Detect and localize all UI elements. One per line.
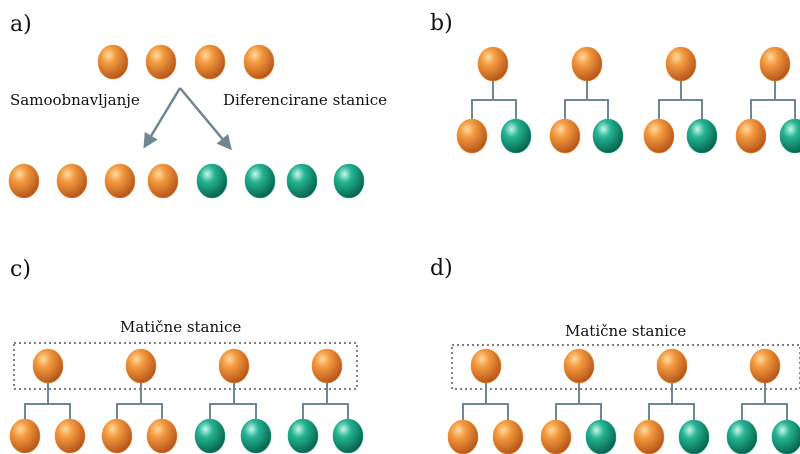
panel-a-child-differentiated-cell <box>196 163 228 199</box>
panel-d-connector-bracket <box>462 403 509 420</box>
panel-d-child-stem-cell <box>492 419 524 454</box>
panel-d-label: d) <box>430 256 453 281</box>
panel-a-child-stem-cell <box>56 163 88 199</box>
panel-d-parent-stem-cell <box>563 348 595 384</box>
panel-c-child-stem-cell <box>9 418 41 454</box>
panel-a-child-stem-cell <box>8 163 40 199</box>
panel-b-parent-stem-cell <box>571 46 603 82</box>
panel-c-connector-bracket <box>24 403 71 419</box>
panel-c-label: c) <box>10 257 31 282</box>
panel-b-connector-bracket <box>471 99 517 119</box>
panel-a-child-differentiated-cell <box>333 163 365 199</box>
panel-d-child-differentiated-cell <box>771 419 800 454</box>
panel-c-connector-bracket <box>209 403 257 419</box>
panel-d-child-stem-cell <box>633 419 665 454</box>
panel-b-child-stem-cell <box>735 118 767 154</box>
panel-d-connector-bracket <box>555 403 602 420</box>
panel-b-child-differentiated-cell <box>686 118 718 154</box>
panel-c-child-stem-cell <box>54 418 86 454</box>
panel-b-connector-bracket <box>750 99 796 119</box>
panel-a-child-differentiated-cell <box>286 163 318 199</box>
panel-a-parent-stem-cell <box>97 44 129 80</box>
panel-b-child-stem-cell <box>643 118 675 154</box>
panel-a-parent-stem-cell <box>194 44 226 80</box>
panel-c-child-differentiated-cell <box>194 418 226 454</box>
panel-b-parent-stem-cell <box>665 46 697 82</box>
panel-c-connector-bracket <box>302 403 349 419</box>
panel-a-child-stem-cell <box>104 163 136 199</box>
panel-d-stem-cells-box <box>451 344 800 390</box>
panel-c-stem-cells-box <box>13 342 358 390</box>
panel-d-child-differentiated-cell <box>678 419 710 454</box>
panel-b-child-differentiated-cell <box>779 118 800 154</box>
panel-c-connector-bracket <box>116 403 163 419</box>
panel-b-connector-bracket <box>564 99 609 119</box>
panel-b-child-differentiated-cell <box>500 118 532 154</box>
panel-c-child-differentiated-cell <box>332 418 364 454</box>
panel-b-child-stem-cell <box>456 118 488 154</box>
panel-b-connector-bracket <box>658 99 703 119</box>
panel-c-child-differentiated-cell <box>287 418 319 454</box>
differentiated-cells-caption: Diferencirane stanice <box>223 91 387 109</box>
panel-a-child-stem-cell <box>147 163 179 199</box>
panel-a-parent-stem-cell <box>145 44 177 80</box>
panel-b-child-differentiated-cell <box>592 118 624 154</box>
panel-c-child-differentiated-cell <box>240 418 272 454</box>
panel-a-child-differentiated-cell <box>244 163 276 199</box>
panel-d-connector-bracket <box>648 403 695 420</box>
self-renewal-caption: Samoobnavljanje <box>10 91 140 109</box>
panel-c-parent-stem-cell <box>311 348 343 384</box>
panel-c-stem-cells-caption: Matične stanice <box>120 318 241 336</box>
panel-d-stem-cells-caption: Matične stanice <box>565 322 686 340</box>
panel-c-parent-stem-cell <box>32 348 64 384</box>
panel-c-child-stem-cell <box>101 418 133 454</box>
panel-d-parent-stem-cell <box>470 348 502 384</box>
panel-b-parent-stem-cell <box>477 46 509 82</box>
panel-c-parent-stem-cell <box>125 348 157 384</box>
panel-b-parent-stem-cell <box>759 46 791 82</box>
panel-d-child-stem-cell <box>447 419 479 454</box>
differentiation-arrow <box>179 87 232 151</box>
panel-a-label: a) <box>10 12 32 37</box>
panel-d-parent-stem-cell <box>749 348 781 384</box>
panel-b-child-stem-cell <box>549 118 581 154</box>
panel-d-parent-stem-cell <box>656 348 688 384</box>
panel-c-parent-stem-cell <box>218 348 250 384</box>
panel-d-child-differentiated-cell <box>726 419 758 454</box>
panel-d-connector-bracket <box>741 403 788 420</box>
panel-d-child-stem-cell <box>540 419 572 454</box>
self-renewal-arrow <box>143 87 182 149</box>
panel-b-label: b) <box>430 11 453 36</box>
diagram-shapes <box>8 44 800 454</box>
panel-c-child-stem-cell <box>146 418 178 454</box>
panel-a-parent-stem-cell <box>243 44 275 80</box>
panel-d-child-differentiated-cell <box>585 419 617 454</box>
